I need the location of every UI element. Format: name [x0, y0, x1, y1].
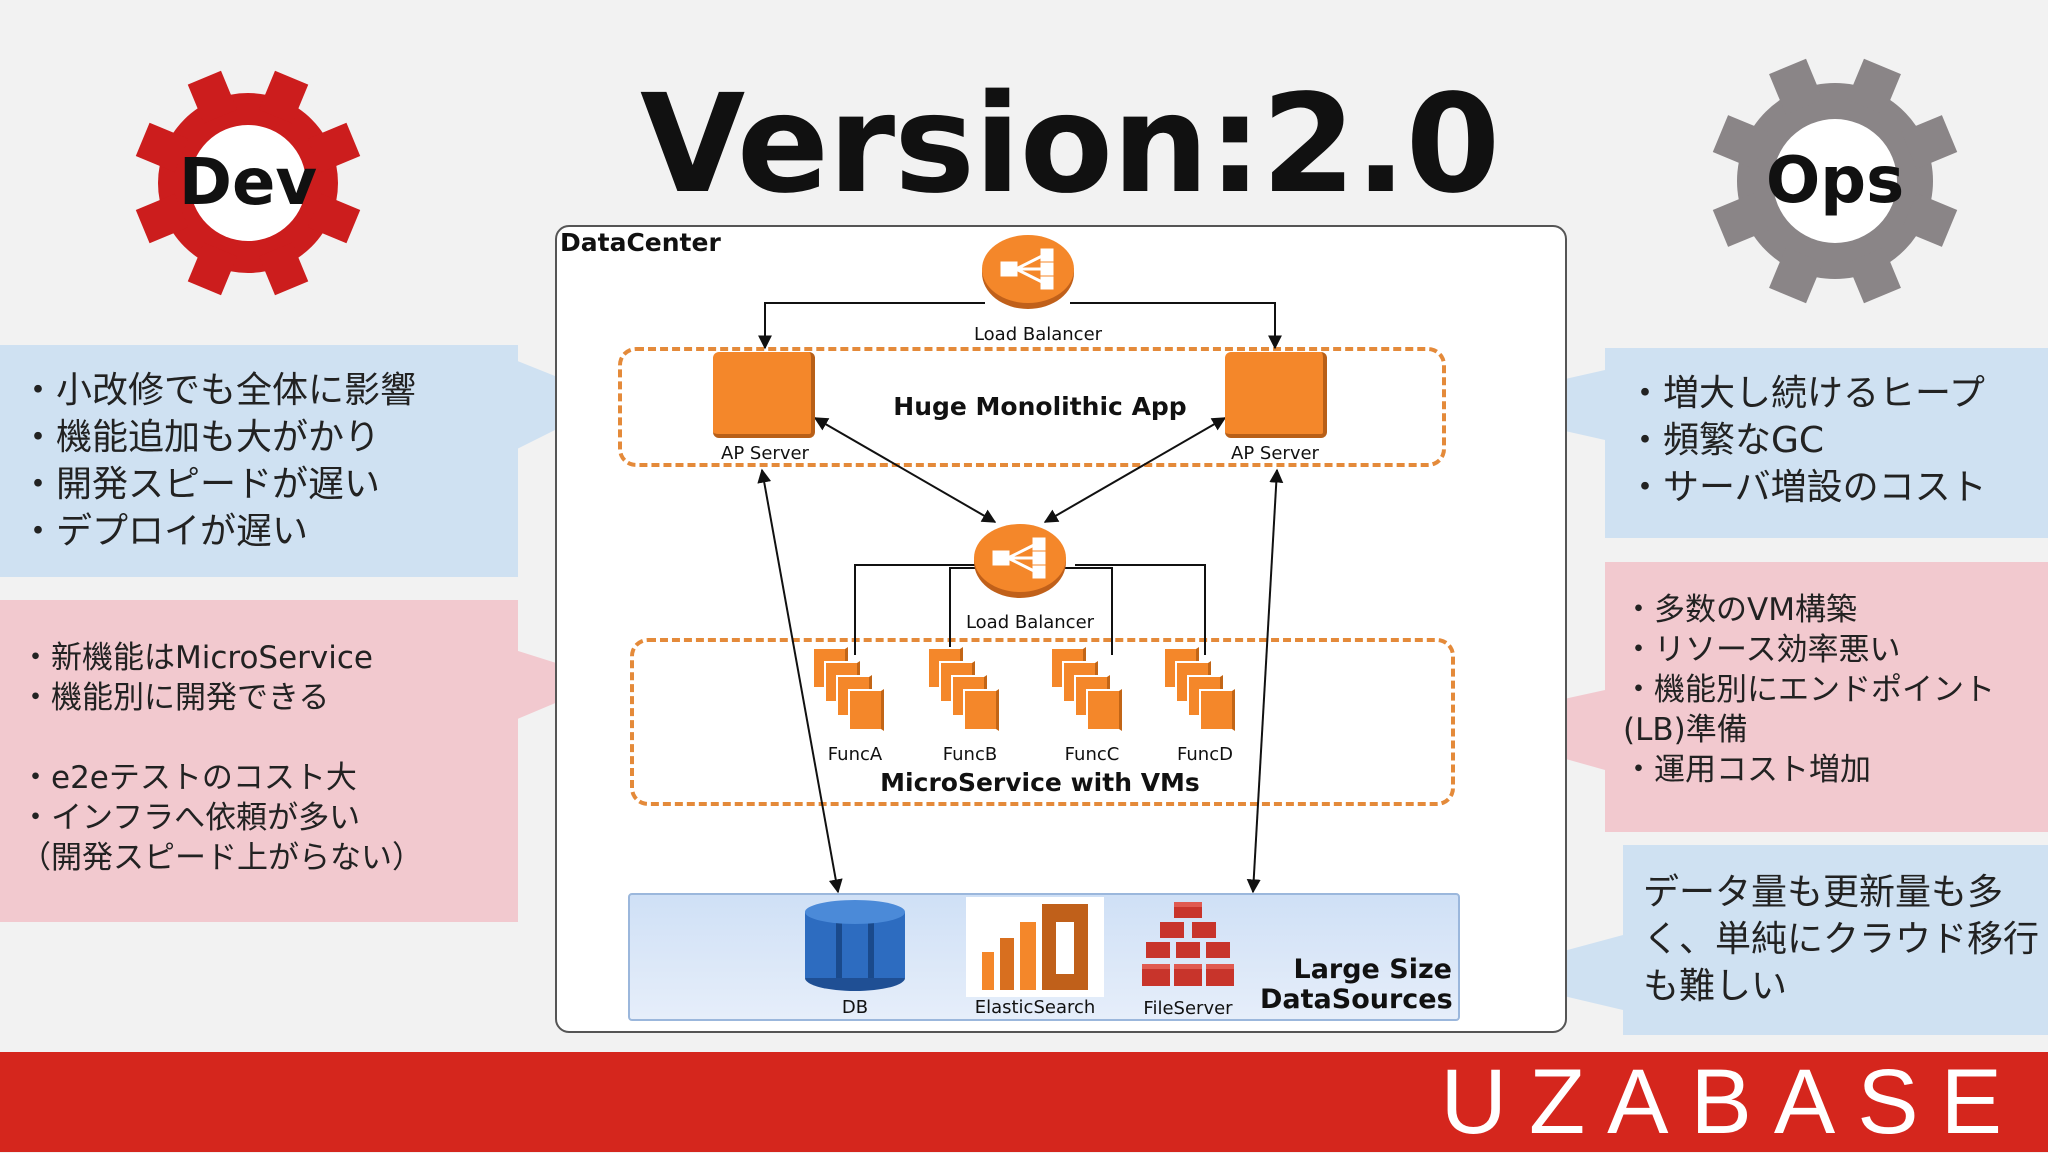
func-b-label: FuncB [942, 744, 998, 765]
ap-server-right-label: AP Server [1231, 443, 1319, 464]
func-d-icon [1163, 647, 1253, 739]
ap-server-left-label: AP Server [721, 443, 809, 464]
dev-issues-text: ・小改修でも全体に影響 ・機能追加も大がかり ・開発スピードが遅い ・デプロイが… [20, 370, 417, 552]
ops-gear-icon [1712, 58, 1958, 304]
database-icon [805, 900, 905, 991]
brand-logo: UZABASE [1440, 1051, 2024, 1153]
ops-data-callout: データ量も更新量も多 く、単純にクラウド移行 も難しい [1623, 845, 2048, 1035]
datacenter-label: DataCenter [560, 228, 721, 257]
func-c-icon [1050, 647, 1140, 739]
load-balancer-mid-label: Load Balancer [965, 612, 1095, 633]
dev-microservice-text: ・新機能はMicroService ・機能別に開発できる ・e2eテストのコスト… [20, 640, 423, 876]
monolith-label: Huge Monolithic App [893, 392, 1187, 421]
func-b-icon [927, 647, 1017, 739]
footer-bar [0, 1052, 2048, 1152]
ops-gear-label: Ops [1765, 144, 1905, 218]
elasticsearch-icon [982, 904, 1088, 990]
dev-gear-label: Dev [178, 146, 318, 220]
monolith-box [618, 347, 1446, 467]
dev-issues-callout: ・小改修でも全体に影響 ・機能追加も大がかり ・開発スピードが遅い ・デプロイが… [0, 345, 518, 577]
ops-issues-callout: ・増大し続けるヒープ ・頻繁なGC ・サーバ増設のコスト [1605, 348, 2048, 538]
fileserver-label: FileServer [1143, 998, 1233, 1019]
ops-vm-text: ・多数のVM構築 ・リソース効率悪い ・機能別にエンドポイント (LB)準備 ・… [1623, 592, 1995, 788]
load-balancer-mid-icon [974, 524, 1066, 598]
microservice-label: MicroService with VMs [880, 768, 1200, 797]
microservice-box [630, 638, 1455, 806]
ops-data-text: データ量も更新量も多 く、単純にクラウド移行 も難しい [1643, 872, 2040, 1007]
load-balancer-top-icon [982, 235, 1074, 309]
db-label: DB [841, 997, 869, 1018]
fileserver-icon [1142, 902, 1234, 986]
func-a-label: FuncA [827, 744, 883, 765]
elasticsearch-label: ElasticSearch [974, 997, 1096, 1018]
func-a-icon [812, 647, 902, 739]
dev-gear-icon [135, 70, 361, 296]
ops-issues-text: ・増大し続けるヒープ ・頻繁なGC ・サーバ増設のコスト [1627, 373, 1987, 508]
slide-title: Version:2.0 [640, 66, 1500, 224]
ap-server-left-icon [713, 352, 815, 438]
datasources-label: Large Size DataSources [1260, 954, 1453, 1015]
func-c-label: FuncC [1064, 744, 1120, 765]
func-d-label: FuncD [1177, 744, 1233, 765]
load-balancer-top-label: Load Balancer [973, 324, 1103, 345]
dev-microservice-callout: ・新機能はMicroService ・機能別に開発できる ・e2eテストのコスト… [0, 600, 518, 922]
ops-vm-callout: ・多数のVM構築 ・リソース効率悪い ・機能別にエンドポイント (LB)準備 ・… [1605, 562, 2048, 832]
ap-server-right-icon [1225, 352, 1327, 438]
